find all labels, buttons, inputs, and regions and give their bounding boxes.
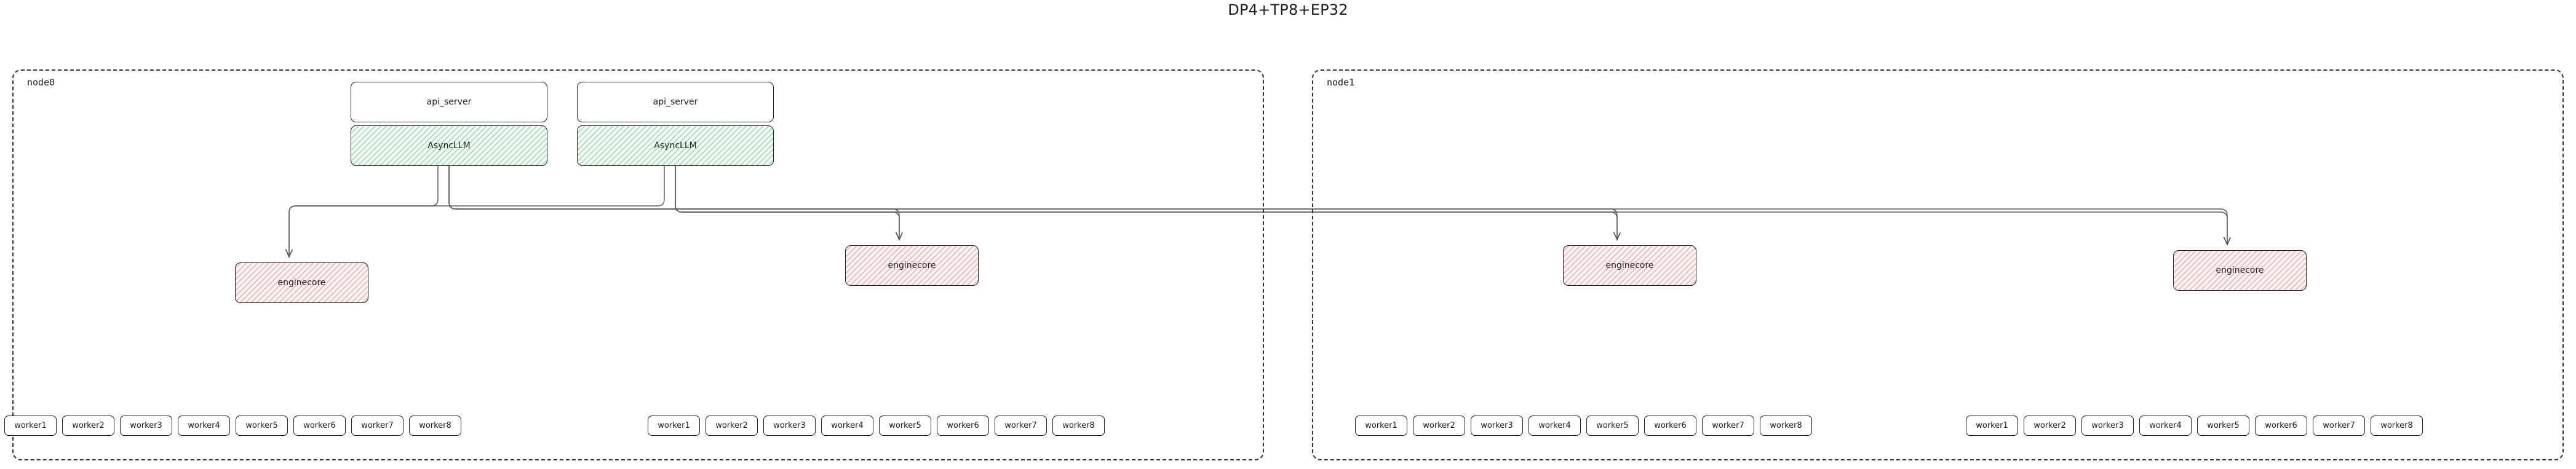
worker-box-label: worker5 xyxy=(245,421,278,430)
api-server-box[interactable]: api_server xyxy=(351,82,547,122)
worker-box[interactable]: worker5 xyxy=(236,416,288,436)
enginecore-box[interactable]: enginecore xyxy=(235,262,368,303)
worker-box-label: worker4 xyxy=(188,421,220,430)
node-panel-label: node0 xyxy=(27,77,55,88)
worker-box[interactable]: worker1 xyxy=(4,416,57,436)
worker-box[interactable]: worker2 xyxy=(62,416,114,436)
worker-box-label: worker6 xyxy=(947,421,979,430)
worker-box[interactable]: worker4 xyxy=(1529,416,1581,436)
async-llm-box-label: AsyncLLM xyxy=(654,141,697,151)
worker-box-label: worker6 xyxy=(303,421,336,430)
worker-box[interactable]: worker7 xyxy=(351,416,403,436)
node-panel-node0: node0 xyxy=(12,69,1264,460)
worker-box-label: worker3 xyxy=(1481,421,1513,430)
worker-box[interactable]: worker7 xyxy=(1702,416,1754,436)
async-llm-box[interactable]: AsyncLLM xyxy=(351,125,547,166)
worker-box[interactable]: worker8 xyxy=(1052,416,1105,436)
worker-box-label: worker4 xyxy=(2149,421,2182,430)
worker-box-label: worker6 xyxy=(2265,421,2297,430)
enginecore-box-label: enginecore xyxy=(277,278,326,288)
node-panel-node1: node1 xyxy=(1312,69,2564,460)
worker-box[interactable]: worker5 xyxy=(879,416,931,436)
worker-box[interactable]: worker6 xyxy=(937,416,989,436)
worker-box-label: worker4 xyxy=(1538,421,1571,430)
worker-box-label: worker5 xyxy=(1596,421,1629,430)
enginecore-box-label: enginecore xyxy=(2216,266,2264,275)
enginecore-box-label: enginecore xyxy=(1605,261,1654,270)
worker-box[interactable]: worker3 xyxy=(763,416,816,436)
worker-box-label: worker7 xyxy=(1712,421,1744,430)
api-server-box-label: api_server xyxy=(653,97,698,107)
worker-box[interactable]: worker6 xyxy=(1644,416,1696,436)
worker-box-label: worker5 xyxy=(889,421,921,430)
worker-box-label: worker2 xyxy=(2033,421,2066,430)
worker-box[interactable]: worker7 xyxy=(2313,416,2365,436)
worker-box[interactable]: worker7 xyxy=(995,416,1047,436)
worker-box-label: worker1 xyxy=(658,421,690,430)
worker-box-label: worker2 xyxy=(1423,421,1455,430)
worker-box-label: worker7 xyxy=(2323,421,2355,430)
worker-box[interactable]: worker3 xyxy=(120,416,172,436)
worker-box[interactable]: worker3 xyxy=(1471,416,1523,436)
worker-box[interactable]: worker3 xyxy=(2081,416,2134,436)
api-server-box[interactable]: api_server xyxy=(577,82,774,122)
worker-box-label: worker6 xyxy=(1654,421,1687,430)
worker-box-label: worker8 xyxy=(419,421,451,430)
worker-box[interactable]: worker4 xyxy=(2139,416,2192,436)
worker-box[interactable]: worker6 xyxy=(2255,416,2307,436)
worker-box[interactable]: worker8 xyxy=(1760,416,1812,436)
worker-box[interactable]: worker2 xyxy=(2024,416,2076,436)
enginecore-box-label: enginecore xyxy=(888,261,936,270)
node-panel-label: node1 xyxy=(1327,77,1355,88)
async-llm-box[interactable]: AsyncLLM xyxy=(577,125,774,166)
worker-box-label: worker8 xyxy=(2380,421,2413,430)
worker-box[interactable]: worker8 xyxy=(409,416,461,436)
worker-box-label: worker8 xyxy=(1062,421,1095,430)
worker-box-label: worker3 xyxy=(773,421,806,430)
worker-box[interactable]: worker4 xyxy=(178,416,230,436)
worker-box-label: worker2 xyxy=(715,421,748,430)
worker-box[interactable]: worker8 xyxy=(2371,416,2423,436)
worker-box[interactable]: worker1 xyxy=(648,416,700,436)
enginecore-box[interactable]: enginecore xyxy=(2173,250,2307,291)
page-title: DP4+TP8+EP32 xyxy=(1228,1,1348,18)
api-server-box-label: api_server xyxy=(426,97,472,107)
worker-box[interactable]: worker5 xyxy=(2197,416,2249,436)
worker-box-label: worker1 xyxy=(14,421,47,430)
worker-box[interactable]: worker2 xyxy=(706,416,758,436)
worker-box-label: worker3 xyxy=(130,421,162,430)
enginecore-box[interactable]: enginecore xyxy=(1563,245,1696,286)
worker-box-label: worker7 xyxy=(361,421,394,430)
worker-box[interactable]: worker1 xyxy=(1966,416,2018,436)
worker-box-label: worker2 xyxy=(72,421,105,430)
async-llm-box-label: AsyncLLM xyxy=(427,141,471,151)
worker-box-label: worker1 xyxy=(1976,421,2008,430)
worker-box[interactable]: worker6 xyxy=(293,416,346,436)
worker-box-label: worker3 xyxy=(2091,421,2124,430)
enginecore-box[interactable]: enginecore xyxy=(845,245,979,286)
worker-box[interactable]: worker1 xyxy=(1355,416,1407,436)
worker-box[interactable]: worker2 xyxy=(1413,416,1465,436)
worker-box-label: worker5 xyxy=(2207,421,2240,430)
worker-box-label: worker4 xyxy=(831,421,864,430)
worker-box[interactable]: worker4 xyxy=(821,416,873,436)
worker-box-label: worker1 xyxy=(1365,421,1397,430)
worker-box[interactable]: worker5 xyxy=(1586,416,1639,436)
worker-box-label: worker8 xyxy=(1770,421,1802,430)
worker-box-label: worker7 xyxy=(1004,421,1037,430)
